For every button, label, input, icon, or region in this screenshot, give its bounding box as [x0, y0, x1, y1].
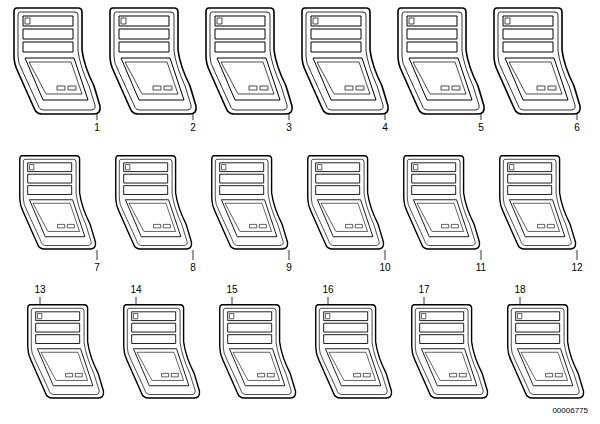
callout-number: 11 — [476, 262, 486, 274]
callout-number: 4 — [382, 122, 388, 134]
callout-number: 14 — [130, 284, 141, 296]
callout-number: 10 — [379, 262, 390, 274]
callout-number: 13 — [34, 284, 45, 296]
callout-number: 12 — [571, 262, 582, 274]
drawing-number: 00006775 — [552, 406, 588, 416]
callout-number: 18 — [514, 284, 525, 296]
callout-number: 9 — [286, 262, 292, 274]
callout-number: 6 — [574, 122, 580, 134]
callout-number: 16 — [322, 284, 333, 296]
row-two — [20, 156, 576, 249]
callout-number: 2 — [190, 122, 196, 134]
callout-number: 8 — [190, 262, 196, 274]
row-one — [14, 8, 580, 114]
callout-number: 3 — [286, 122, 292, 134]
callout-number: 5 — [478, 122, 484, 134]
leader-lines — [40, 114, 577, 305]
callout-number: 7 — [94, 262, 100, 274]
callout-number: 17 — [418, 284, 429, 296]
row-three — [28, 305, 584, 398]
callout-number: 1 — [94, 122, 100, 134]
callout-number: 15 — [226, 284, 237, 296]
